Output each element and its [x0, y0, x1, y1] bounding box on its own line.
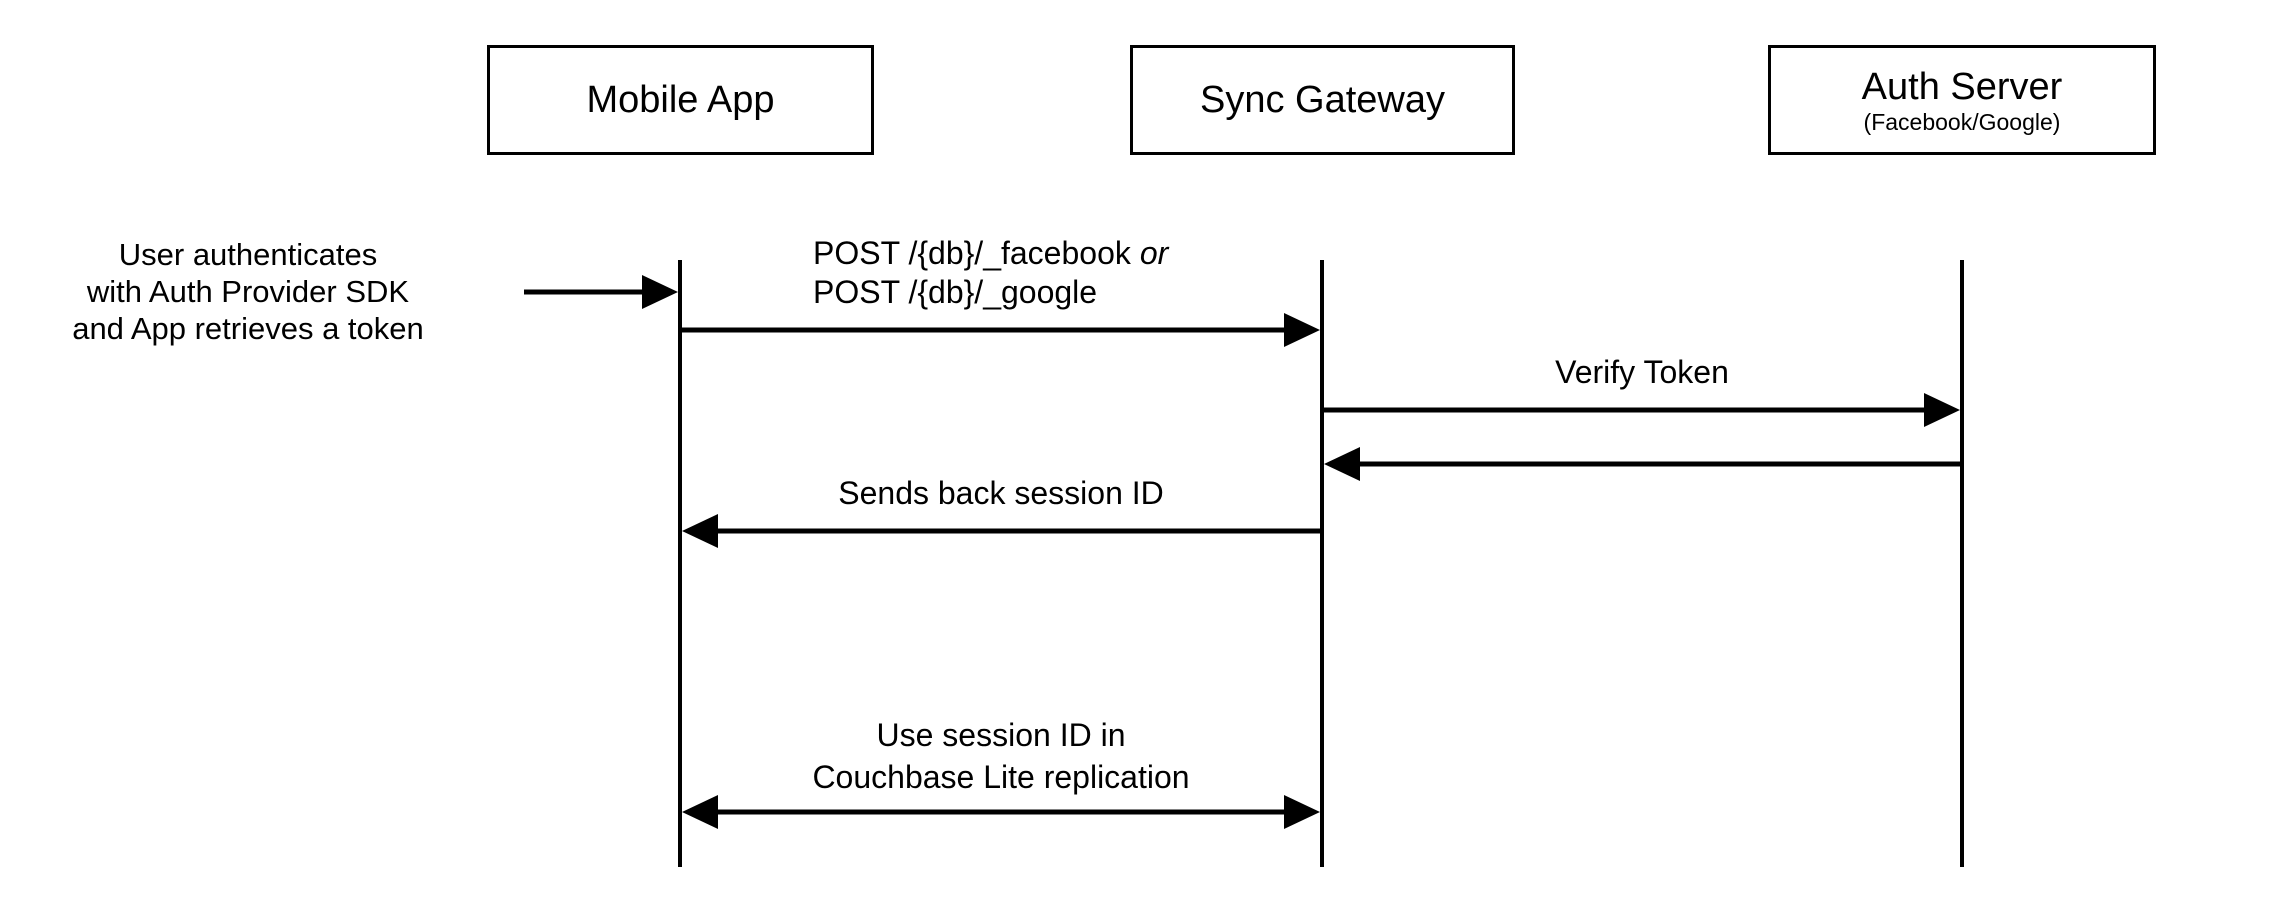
- lifeline-sync-gateway: [1320, 260, 1324, 867]
- actor-box-auth-server: Auth Server (Facebook/Google): [1768, 45, 2156, 155]
- arrow-shaft: [712, 528, 1320, 534]
- arrow-shaft: [1324, 407, 1930, 413]
- lifeline-auth-server: [1960, 260, 1964, 867]
- actor-box-sync-gateway: Sync Gateway: [1130, 45, 1515, 155]
- arrowhead-right-icon: [642, 275, 678, 309]
- actor-name-sync-gateway: Sync Gateway: [1200, 79, 1445, 121]
- actor-box-mobile-app: Mobile App: [487, 45, 874, 155]
- annotation-note: User authenticates with Auth Provider SD…: [18, 236, 478, 347]
- message-arrow-post: [682, 313, 1320, 347]
- message-arrow-verify-token: [1324, 393, 1960, 427]
- arrow-shaft: [712, 809, 1290, 815]
- arrowhead-left-icon: [1324, 447, 1360, 481]
- annotation-line-2: with Auth Provider SDK: [86, 274, 410, 309]
- message-label-session-id: Sends back session ID: [838, 475, 1164, 511]
- message-label-post-line2: POST /{db}/_google: [813, 274, 1098, 310]
- actor-subtitle-auth-server: (Facebook/Google): [1863, 108, 2061, 135]
- message-arrow-verify-response: [1324, 447, 1960, 481]
- message-label-replication-line1: Use session ID in: [876, 717, 1126, 753]
- arrowhead-right-icon: [1924, 393, 1960, 427]
- arrowhead-right-icon: [1284, 313, 1320, 347]
- message-arrow-session-id: [682, 514, 1320, 548]
- message-label-replication-line2: Couchbase Lite replication: [812, 759, 1190, 795]
- arrow-shaft: [682, 327, 1290, 333]
- lifeline-mobile-app: [678, 260, 682, 867]
- actor-name-mobile-app: Mobile App: [586, 79, 775, 121]
- arrowhead-right-icon: [1284, 795, 1320, 829]
- annotation-arrow: [524, 275, 678, 309]
- actor-name-auth-server: Auth Server: [1861, 65, 2063, 108]
- annotation-line-1: User authenticates: [118, 237, 378, 272]
- message-label-post-emphasis: or: [1139, 235, 1169, 271]
- message-arrow-replication: [682, 795, 1320, 829]
- message-label-verify-token: Verify Token: [1555, 354, 1729, 390]
- arrowhead-left-icon: [682, 514, 718, 548]
- message-label-post-main: POST /{db}/_facebook: [813, 235, 1131, 271]
- message-label-replication: Use session ID in Couchbase Lite replica…: [680, 714, 1322, 798]
- arrow-shaft: [1354, 461, 1960, 467]
- arrow-shaft: [524, 289, 648, 295]
- annotation-line-3: and App retrieves a token: [72, 311, 424, 346]
- arrowhead-left-icon: [682, 795, 718, 829]
